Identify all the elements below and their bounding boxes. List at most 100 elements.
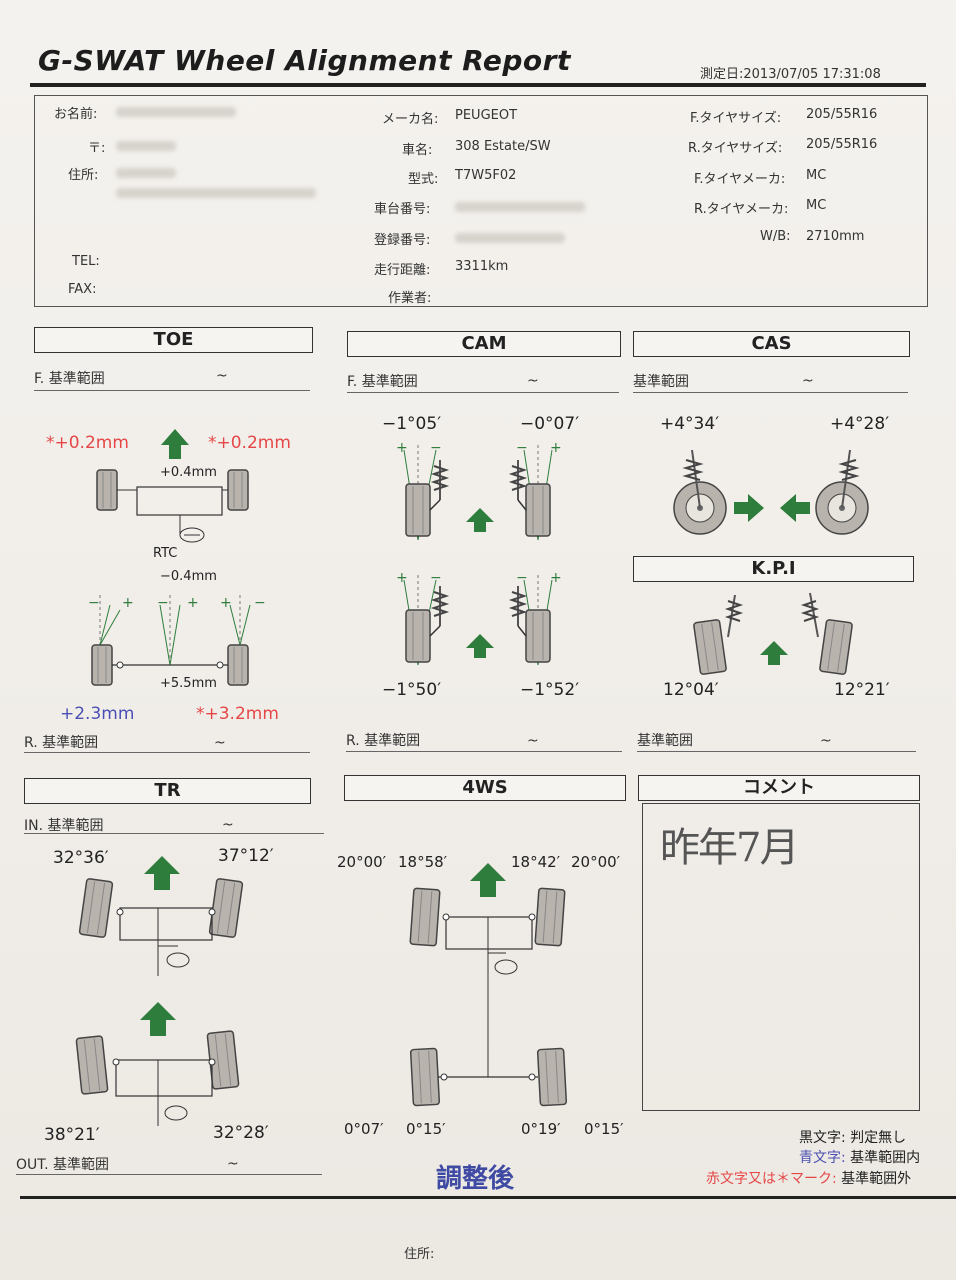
- fourws-front-b: 18°58′: [398, 853, 448, 871]
- toe-front-frame: [136, 486, 223, 516]
- fourws-rear-c: 0°19′: [521, 1120, 561, 1138]
- svg-text:−: −: [516, 570, 528, 586]
- tr-in-range: IN. 基準範囲: [24, 818, 104, 834]
- tr-out-left-tire: [75, 1035, 109, 1095]
- cas-left-arrow: [780, 494, 810, 522]
- footer-rule: [20, 1196, 956, 1199]
- legend-red: 赤文字又は＊マーク: 基準範囲外: [706, 1168, 911, 1188]
- tr-out-range: OUT. 基準範囲: [16, 1157, 110, 1173]
- comment-header: コメント: [638, 775, 920, 801]
- svg-text:−: −: [516, 440, 528, 456]
- tr-in-steering: [166, 952, 190, 968]
- maker-value: PEUGEOT: [455, 108, 518, 123]
- mileage-label: 走行距離:: [374, 263, 431, 278]
- cam-rear-left-tire: [405, 609, 431, 663]
- svg-text:−: −: [430, 570, 442, 586]
- fourws-rear-b: 0°15′: [406, 1120, 446, 1138]
- toe-r-range: R. 基準範囲: [24, 735, 99, 751]
- chassis-redacted: [455, 202, 585, 212]
- kpi-tilde: ~: [820, 733, 832, 749]
- cam-front-arrow: [466, 508, 494, 532]
- legend-red-label: 赤文字又は＊マーク:: [706, 1171, 837, 1187]
- postal-label: 〒:: [88, 141, 106, 156]
- toe-header: TOE: [34, 327, 313, 353]
- fourws-steering: [494, 959, 518, 975]
- svg-text:+: +: [396, 440, 408, 456]
- cam-rear-right-tire: [525, 609, 551, 663]
- cas-header: CAS: [633, 331, 910, 357]
- tr-in-right-tire: [208, 877, 244, 939]
- report-title: G-SWAT Wheel Alignment Report: [38, 44, 571, 77]
- toe-f-underline: [34, 390, 310, 391]
- fourws-front-c: 18°42′: [511, 853, 561, 871]
- model-label: 型式:: [408, 172, 439, 187]
- reg-redacted: [455, 233, 565, 243]
- fourws-header: 4WS: [344, 775, 626, 801]
- fourws-rear-d: 0°15′: [584, 1120, 624, 1138]
- cam-front-left-tire: [405, 483, 431, 537]
- cam-front-left-value: −1°05′: [382, 414, 442, 434]
- legend-black-value: 判定無し: [850, 1130, 907, 1146]
- toe-front-arrow: [161, 429, 189, 459]
- svg-text:−: −: [430, 440, 442, 456]
- cam-front-right-value: −0°07′: [520, 414, 580, 434]
- tr-in-arrow: [144, 856, 180, 890]
- svg-text:+: +: [396, 570, 408, 586]
- cam-rear-left-value: −1°50′: [382, 680, 442, 700]
- cas-left-value: +4°34′: [660, 414, 720, 434]
- cam-f-range: F. 基準範囲: [347, 374, 418, 390]
- svg-text:−: −: [157, 595, 169, 611]
- measured-date: 測定日:2013/07/05 17:31:08: [700, 63, 881, 82]
- cam-front-right-tire: [525, 483, 551, 537]
- tr-out-tilde: ~: [227, 1156, 239, 1172]
- r-size-label: R.タイヤサイズ:: [688, 141, 783, 156]
- model-value: T7W5F02: [455, 168, 517, 183]
- kpi-left-tire: [692, 618, 728, 676]
- f-size-label: F.タイヤサイズ:: [690, 111, 782, 126]
- toe-r-tilde: ~: [214, 735, 226, 751]
- toe-rear-left-value: +2.3mm: [60, 704, 135, 724]
- toe-front-right-tire: [227, 469, 249, 511]
- fourws-front-a: 20°00′: [337, 853, 387, 871]
- cam-f-underline: [347, 392, 619, 393]
- worker-label: 作業者:: [388, 291, 432, 306]
- kpi-right-tire: [818, 618, 854, 676]
- cas-right-value: +4°28′: [830, 414, 890, 434]
- address-redacted-2: [116, 188, 316, 198]
- fax-label: FAX:: [68, 282, 97, 297]
- kpi-right-value: 12°21′: [834, 680, 890, 700]
- tr-in-right-value: 37°12′: [218, 846, 274, 866]
- toe-steering-wheel: [179, 527, 205, 543]
- wb-value: 2710mm: [806, 229, 865, 244]
- fourws-diagram: [409, 863, 568, 1107]
- tel-label: TEL:: [72, 254, 100, 269]
- measured-label: 測定日:: [700, 67, 744, 82]
- adjusted-label: 調整後: [436, 1164, 515, 1194]
- toe-thrust-value: −0.4mm: [160, 569, 217, 584]
- chassis-label: 車台番号:: [374, 202, 431, 217]
- fourws-front-left-tire: [409, 887, 441, 947]
- postal-redacted: [116, 141, 176, 151]
- name-label: お名前:: [54, 107, 98, 122]
- svg-text:+: +: [550, 440, 562, 456]
- f-maker-label: F.タイヤメーカ:: [694, 172, 786, 187]
- measured-value: 2013/07/05 17:31:08: [743, 67, 881, 82]
- kpi-left-value: 12°04′: [663, 680, 719, 700]
- legend-blue-label: 青文字:: [799, 1150, 846, 1166]
- car-value: 308 Estate/SW: [455, 139, 551, 154]
- r-maker-label: R.タイヤメーカ:: [694, 202, 789, 217]
- svg-text:+: +: [187, 595, 199, 611]
- kpi-range: 基準範囲: [637, 733, 693, 749]
- mileage-value: 3311km: [455, 259, 509, 274]
- cas-range: 基準範囲: [633, 374, 689, 390]
- cam-r-underline: [346, 751, 622, 752]
- cam-rear-right-value: −1°52′: [520, 680, 580, 700]
- toe-rear-right-tire: [227, 644, 249, 686]
- tr-header: TR: [24, 778, 311, 804]
- legend-blue: 青文字: 基準範囲内: [799, 1147, 920, 1167]
- fourws-rear-left-tire: [409, 1047, 441, 1107]
- tr-out-arrow: [140, 1002, 176, 1036]
- kpi-diagram: [692, 592, 854, 676]
- f-maker-value: MC: [806, 168, 827, 183]
- reg-label: 登録番号:: [374, 233, 431, 248]
